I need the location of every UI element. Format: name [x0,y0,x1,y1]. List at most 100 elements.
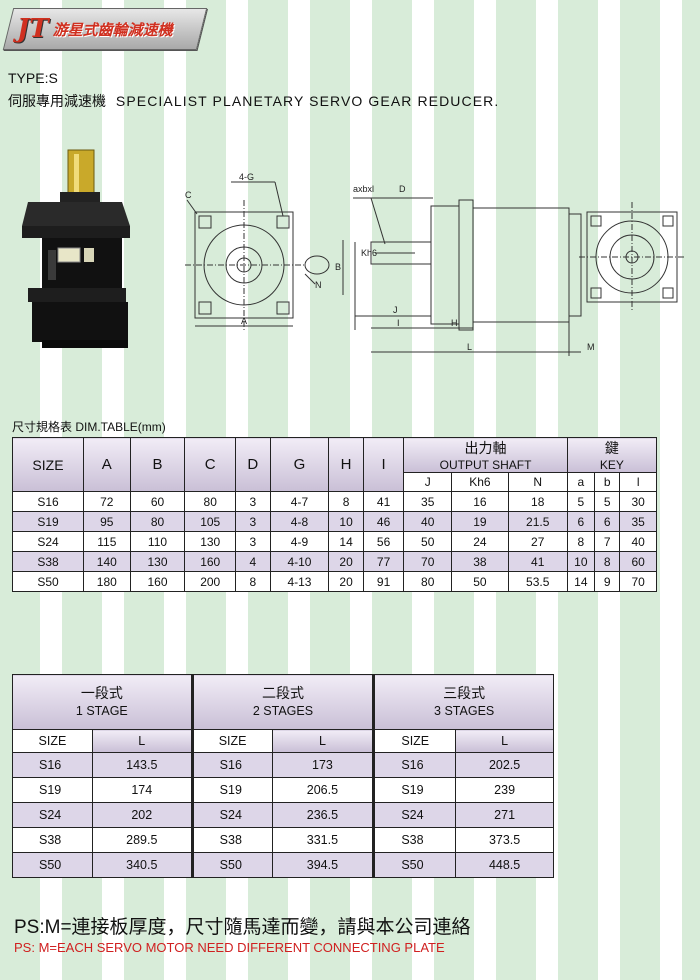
table-cell: 14 [566,571,596,592]
table-cell: 105 [184,511,237,532]
size-cell: S16 [191,752,273,778]
table-cell: 21.5 [507,511,568,532]
stage-length-table: 一段式 1 STAGE 二段式 2 STAGES 三段式 3 STAGES SI… [12,674,554,878]
table-cell: 41 [362,491,405,512]
size-cell: S19 [191,777,273,803]
col-h: H [328,437,364,492]
table-cell: 40 [619,531,657,552]
size-cell: S50 [373,852,457,878]
table-cell: 38 [451,551,509,572]
label-j: J [393,305,398,315]
size-cell: S24 [373,802,457,828]
table-cell: 16 [451,491,509,512]
table-cell: 8 [594,551,621,572]
label-4g: 4-G [239,172,254,182]
table-cell: S24 [12,531,84,552]
size-cell: S38 [373,827,457,853]
table-cell: 130 [184,531,237,552]
length-cell: 236.5 [271,802,376,828]
table-cell: 95 [82,511,131,532]
length-cell: 143.5 [91,752,194,778]
table-cell: 35 [619,511,657,532]
table-cell: 8 [328,491,364,512]
subtitle-cn: 伺服專用減速機 [8,93,106,109]
dim-table-caption: 尺寸規格表 DIM.TABLE(mm) [12,420,166,434]
length-cell: 202 [91,802,194,828]
length-cell: 289.5 [91,827,194,853]
stage1-col-l: L [91,729,194,753]
size-cell: S50 [191,852,273,878]
dimension-table: SIZE A B C D G H I 出力軸 OUTPUT SHAFT 鍵 KE… [12,437,658,592]
note-cn: PS:M=連接板厚度，尺寸隨馬達而變，請與本公司連絡 [14,917,471,938]
table-cell: S50 [12,571,84,592]
col-a: A [82,437,131,492]
table-cell: 115 [82,531,131,552]
table-cell: 160 [184,551,237,572]
col-key-l: l [619,472,657,492]
stage1-col-size: SIZE [12,729,93,753]
size-cell: S38 [191,827,273,853]
table-cell: 110 [129,531,186,552]
size-cell: S19 [12,777,93,803]
label-m: M [587,342,595,352]
output-shaft-cn: 出力軸 [464,440,507,456]
col-i: I [362,437,405,492]
length-cell: 373.5 [455,827,554,853]
company-logo: JT [17,14,49,44]
table-cell: 3 [235,511,271,532]
label-a: A [241,316,247,326]
output-shaft-en: OUTPUT SHAFT [439,458,532,472]
table-cell: 20 [328,551,364,572]
gear-reducer-photo [22,149,130,348]
label-l: L [467,342,472,352]
stage1-header: 一段式 1 STAGE [12,674,194,730]
table-cell: 9 [594,571,621,592]
type-label: TYPE:S [8,70,58,86]
table-cell: 18 [507,491,568,512]
table-cell: 70 [619,571,657,592]
table-cell: 4-9 [269,531,330,552]
size-cell: S24 [12,802,93,828]
table-cell: 91 [362,571,405,592]
col-n: N [507,472,568,492]
table-cell: 27 [507,531,568,552]
table-cell: 56 [362,531,405,552]
table-cell: 8 [566,531,596,552]
table-cell: 80 [184,491,237,512]
table-cell: 3 [235,491,271,512]
size-cell: S16 [373,752,457,778]
size-cell: S38 [12,827,93,853]
table-cell: 4-8 [269,511,330,532]
table-cell: 50 [403,531,453,552]
label-d: D [399,184,406,194]
table-cell: 80 [403,571,453,592]
length-cell: 202.5 [455,752,554,778]
stage2-col-size: SIZE [191,729,273,753]
length-cell: 173 [271,752,376,778]
subtitle-en: SPECIALIST PLANETARY SERVO GEAR REDUCER. [115,93,500,109]
table-cell: 200 [184,571,237,592]
label-n: N [315,280,322,290]
stage2-header: 二段式 2 STAGES [191,674,376,730]
table-cell: S19 [12,511,84,532]
col-key-a: a [566,472,596,492]
table-cell: 4 [235,551,271,572]
stage2-en: 2 STAGES [252,704,314,718]
table-cell: 3 [235,531,271,552]
size-cell: S50 [12,852,93,878]
table-cell: 20 [328,571,364,592]
table-cell: 6 [594,511,621,532]
col-key-b: b [594,472,621,492]
length-cell: 206.5 [271,777,376,803]
note-en: PS: M=EACH SERVO MOTOR NEED DIFFERENT CO… [14,940,445,955]
col-d: D [235,437,271,492]
table-cell: 40 [403,511,453,532]
title-banner: JT 游星式齒輪減速機 [2,8,208,50]
col-g: G [269,437,330,492]
